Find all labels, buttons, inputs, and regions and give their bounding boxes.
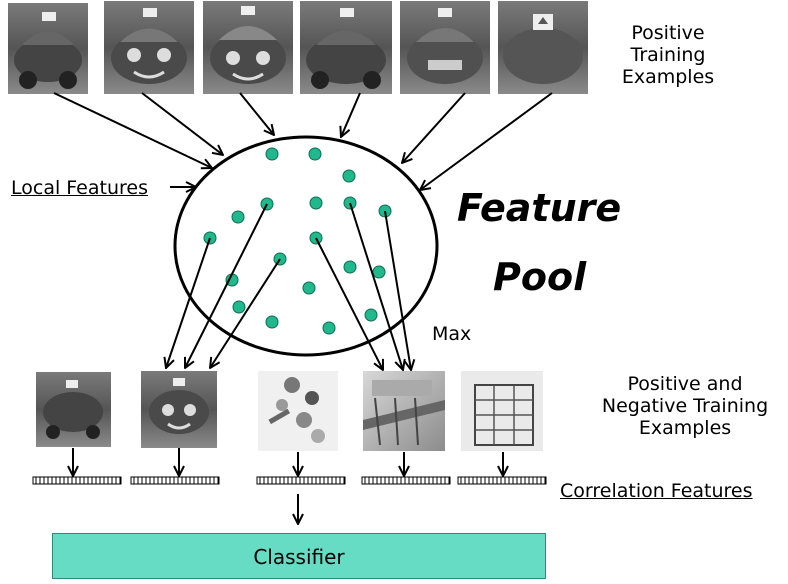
max-label: Max	[432, 323, 472, 345]
correlation-arrows	[73, 448, 503, 524]
feature-dot	[364, 308, 378, 322]
thumb-bottom-2	[141, 371, 217, 448]
bottom-thumbnails	[36, 371, 543, 451]
local-features-label: Local Features	[11, 177, 148, 199]
correlation-strip	[130, 476, 220, 485]
feature-dot	[231, 210, 245, 224]
top-arrows	[53, 92, 553, 190]
thumb-bottom-1	[36, 372, 111, 447]
feature-dot	[342, 169, 356, 183]
thumb-bottom-5	[461, 371, 543, 451]
correlation-strip	[256, 476, 346, 485]
positive-negative-examples-label: Positive and Negative Training Examples	[590, 373, 780, 439]
feature-dot	[265, 147, 279, 161]
correlation-strip	[32, 476, 122, 485]
positive-training-examples-label: Positive Training Examples	[608, 22, 728, 88]
positive-negative-examples-text: Positive and Negative Training Examples	[601, 373, 769, 439]
thumb-bottom-3	[258, 371, 338, 451]
correlation-strips	[32, 476, 547, 485]
thumb-top-2	[104, 1, 194, 94]
top-thumbnails	[8, 1, 588, 94]
feature-dot	[322, 321, 336, 335]
classifier-label: Classifier	[253, 545, 345, 569]
correlation-strip	[361, 476, 451, 485]
pool-word: Pool	[493, 255, 587, 299]
thumb-top-6	[498, 1, 588, 94]
feature-pool-ellipse	[173, 135, 439, 357]
feature-to-image-arrows	[166, 202, 411, 370]
feature-dot	[232, 300, 246, 314]
feature-word: Feature	[457, 186, 622, 230]
thumb-top-4	[300, 1, 392, 94]
thumb-top-1	[8, 3, 88, 94]
classifier-box: Classifier	[52, 533, 546, 579]
feature-dot	[302, 281, 316, 295]
feature-dot	[265, 315, 279, 329]
thumb-top-5	[400, 1, 490, 94]
feature-dot	[343, 260, 357, 274]
positive-training-examples-text: Positive Training Examples	[621, 22, 715, 88]
correlation-strip	[457, 476, 547, 485]
thumb-top-3	[203, 1, 293, 94]
thumb-bottom-4	[363, 371, 445, 451]
correlation-features-label: Correlation Features	[560, 480, 753, 502]
feature-dot	[372, 265, 386, 279]
feature-dot	[308, 147, 322, 161]
feature-dot	[309, 196, 323, 210]
